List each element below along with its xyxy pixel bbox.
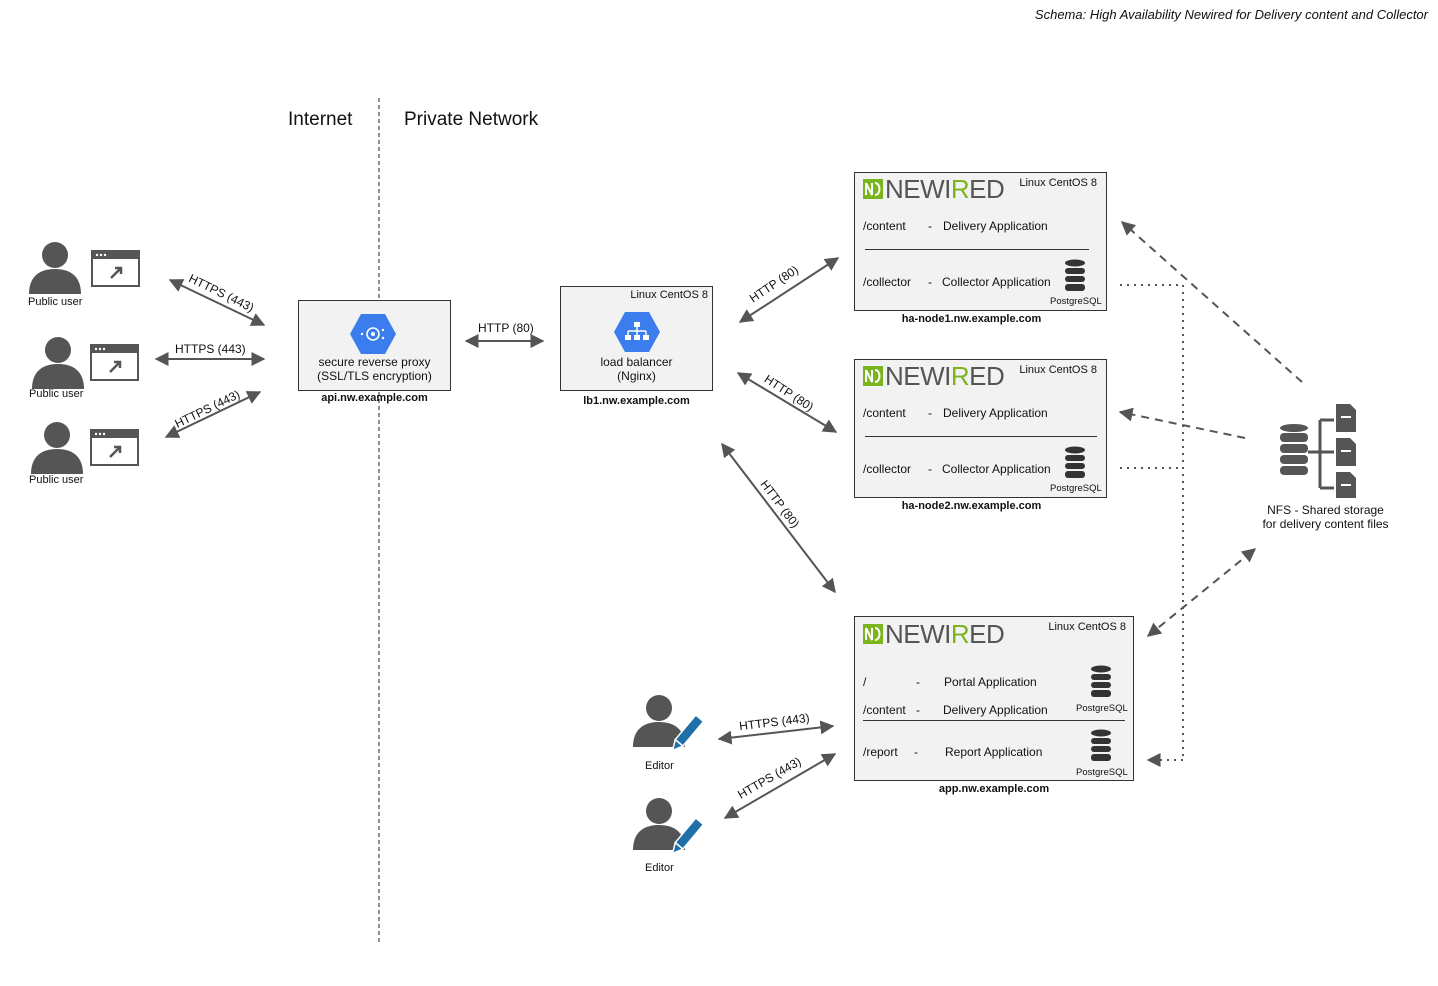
lb-os-label: Linux CentOS 8 bbox=[630, 289, 708, 301]
nfs-label-line2: for delivery content files bbox=[1262, 517, 1389, 531]
proxy-line2: (SSL/TLS encryption) bbox=[317, 369, 432, 383]
ha-node2-box: NEWIRED Linux CentOS 8 /content - Delive… bbox=[854, 359, 1107, 498]
newired-mark-icon bbox=[863, 366, 883, 386]
app-db2-label: PostgreSQL bbox=[1076, 767, 1128, 778]
app-os-label: Linux CentOS 8 bbox=[1048, 621, 1126, 633]
node1-path-content: /content bbox=[863, 219, 906, 233]
lb-line2: (Nginx) bbox=[617, 369, 656, 383]
app-server-box: NEWIRED Linux CentOS 8 / - Portal Applic… bbox=[854, 616, 1134, 781]
arrow-nfs-node1 bbox=[1120, 221, 1303, 383]
lb-line1: load balancer bbox=[600, 355, 673, 369]
arrow-editor1-app bbox=[717, 720, 835, 745]
reverse-proxy-icon bbox=[350, 314, 396, 354]
node1-db-label: PostgreSQL bbox=[1050, 296, 1102, 307]
browser-window-icon bbox=[90, 429, 139, 466]
newired-logo: NEWIRED bbox=[863, 621, 1005, 647]
node2-path-collector: /collector bbox=[863, 462, 912, 476]
load-balancer-icon bbox=[614, 312, 660, 352]
node1-dash: - bbox=[928, 219, 932, 233]
person-icon bbox=[31, 422, 83, 474]
diagram-title: Schema: High Availability Newired for De… bbox=[1034, 7, 1428, 22]
node2-os-label: Linux CentOS 8 bbox=[1019, 364, 1097, 376]
proxy-hostname: api.nw.example.com bbox=[321, 392, 428, 404]
lb-hostname: lb1.nw.example.com bbox=[583, 395, 690, 407]
app-divider bbox=[863, 720, 1125, 721]
database-icon bbox=[1065, 259, 1085, 291]
app-dash: - bbox=[916, 703, 920, 717]
app-hostname: app.nw.example.com bbox=[938, 783, 1050, 795]
app-dash: - bbox=[914, 745, 918, 759]
app-path-report: /report bbox=[863, 745, 898, 759]
app-dash: - bbox=[916, 675, 920, 689]
public-user-label: Public user bbox=[28, 296, 83, 308]
editor-label: Editor bbox=[645, 862, 674, 874]
node2-path-content: /content bbox=[863, 406, 906, 420]
newired-mark-icon bbox=[863, 179, 883, 199]
link-label-user2: HTTPS (443) bbox=[175, 342, 246, 356]
editor-person-icon bbox=[633, 695, 705, 752]
nfs-label-line1: NFS - Shared storage bbox=[1267, 503, 1384, 517]
zone-internet-label: Internet bbox=[288, 109, 353, 130]
person-icon bbox=[32, 337, 84, 389]
person-icon bbox=[29, 242, 81, 294]
node1-divider bbox=[865, 249, 1089, 250]
node1-dash: - bbox=[928, 275, 932, 289]
browser-window-icon bbox=[91, 250, 140, 287]
editor-1: Editor bbox=[632, 693, 712, 773]
node2-app-collector: Collector Application bbox=[942, 462, 1051, 476]
node2-db-label: PostgreSQL bbox=[1050, 483, 1102, 494]
editor-person-icon bbox=[633, 798, 705, 855]
public-user-3: Public user bbox=[29, 420, 150, 490]
arrow-editor2-app bbox=[723, 753, 837, 819]
link-label-proxy-lb: HTTP (80) bbox=[478, 321, 534, 335]
browser-window-icon bbox=[90, 344, 139, 381]
node2-app-delivery: Delivery Application bbox=[943, 406, 1048, 420]
arrow-nfs-app bbox=[1146, 548, 1257, 637]
shared-storage-icon bbox=[1280, 404, 1356, 498]
database-icon bbox=[1065, 446, 1085, 478]
public-user-label: Public user bbox=[29, 388, 84, 400]
node1-app-collector: Collector Application bbox=[942, 275, 1051, 289]
arrow-lb-node2 bbox=[736, 372, 838, 433]
node2-hostname: ha-node2.nw.example.com bbox=[901, 500, 1042, 512]
node2-dash: - bbox=[928, 462, 932, 476]
newired-logo: NEWIRED bbox=[863, 363, 1005, 389]
newired-logo: NEWIRED bbox=[863, 176, 1005, 202]
node1-hostname: ha-node1.nw.example.com bbox=[901, 313, 1042, 325]
proxy-line1: secure reverse proxy bbox=[318, 355, 431, 369]
node1-app-delivery: Delivery Application bbox=[943, 219, 1048, 233]
load-balancer-box: Linux CentOS 8 load balancer (Nginx) bbox=[560, 286, 713, 391]
nfs-storage bbox=[1278, 402, 1378, 500]
node1-os-label: Linux CentOS 8 bbox=[1019, 177, 1097, 189]
arrow-user1-proxy bbox=[168, 279, 266, 326]
app-db1-label: PostgreSQL bbox=[1076, 703, 1128, 714]
reverse-proxy-box: secure reverse proxy (SSL/TLS encryption… bbox=[298, 300, 451, 391]
node2-divider bbox=[865, 436, 1097, 437]
public-user-label: Public user bbox=[29, 474, 84, 486]
editor-label: Editor bbox=[645, 760, 674, 772]
public-user-1: Public user bbox=[28, 240, 148, 310]
app-app-delivery: Delivery Application bbox=[943, 703, 1048, 717]
arrow-lb-app bbox=[721, 442, 836, 594]
app-path-content: /content bbox=[863, 703, 906, 717]
public-user-2: Public user bbox=[29, 335, 151, 405]
app-path-root: / bbox=[863, 675, 867, 689]
newired-mark-icon bbox=[863, 624, 883, 644]
arrow-lb-node1 bbox=[738, 257, 840, 323]
app-app-report: Report Application bbox=[945, 745, 1043, 759]
node2-dash: - bbox=[928, 406, 932, 420]
node1-path-collector: /collector bbox=[863, 275, 912, 289]
database-icon bbox=[1091, 729, 1111, 761]
app-app-portal: Portal Application bbox=[944, 675, 1037, 689]
ha-node1-box: NEWIRED Linux CentOS 8 /content - Delive… bbox=[854, 172, 1107, 311]
zone-private-label: Private Network bbox=[404, 109, 539, 130]
arrow-user3-proxy bbox=[164, 391, 262, 438]
database-icon bbox=[1091, 665, 1111, 697]
editor-2: Editor bbox=[632, 796, 712, 876]
